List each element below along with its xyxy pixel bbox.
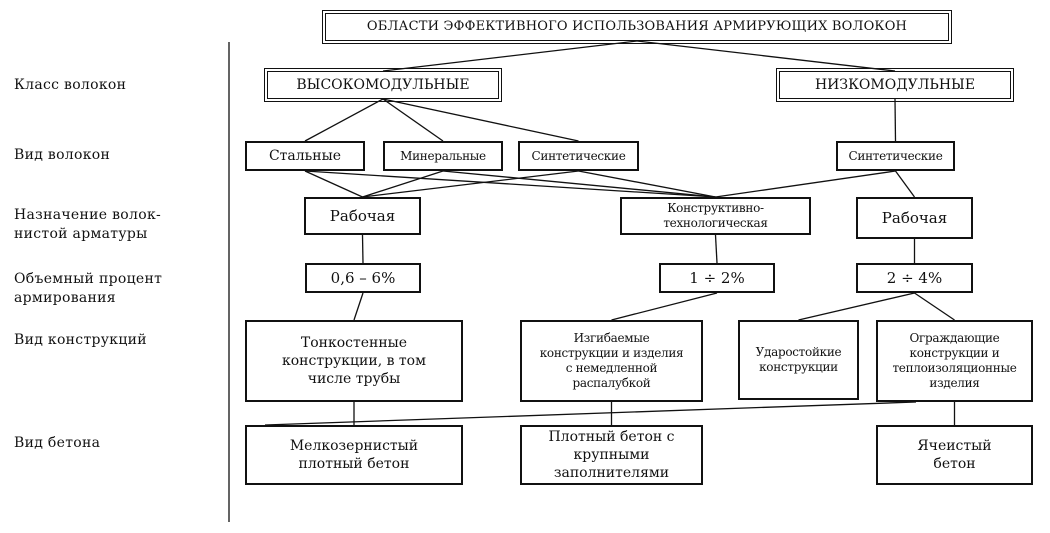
row-label-structure: Вид конструкций [14, 332, 147, 348]
edge-mineral-working_1 [362, 170, 444, 198]
node-percent-2: 1 ÷ 2% [659, 263, 775, 293]
edge-steel-working_1 [304, 170, 363, 198]
edge-title-low_modulus [636, 40, 896, 72]
edge-synthetic_low-working_2 [894, 170, 916, 198]
edge-working_1-pct_1 [361, 234, 364, 264]
edge-pct_1-thin_walled [353, 292, 364, 321]
row-label-volume: Объемный процент армирования [14, 271, 163, 306]
edge-pct_2-bendable [611, 292, 718, 321]
row-label-purpose: Назначение волок- нистой арматуры [14, 207, 162, 242]
node-cellular-concrete: Ячеистый бетон [876, 425, 1033, 485]
edge-high_modulus-steel [304, 98, 384, 142]
edge-constructive-pct_2 [714, 234, 718, 264]
edge-low_modulus-synthetic_low [894, 98, 897, 142]
node-mineral: Минеральные [383, 141, 503, 171]
edge-synthetic_low-constructive [715, 170, 896, 198]
node-high-modulus: ВЫСОКОМОДУЛЬНЫЕ [264, 68, 502, 102]
node-dense-coarse-concrete: Плотный бетон с крупными заполнителями [520, 425, 703, 485]
node-impact-resistant: Ударостойкие конструкции [738, 320, 859, 400]
edge-pct_3-impact_resistant [798, 292, 915, 321]
node-enclosing: Ограждающие конструкции и теплоизоляцион… [876, 320, 1033, 402]
node-working-2: Рабочая [856, 197, 973, 239]
edge-high_modulus-mineral [382, 98, 444, 142]
row-label-fiber-class: Класс волокон [14, 77, 127, 93]
node-constructive-technological: Конструктивно- технологическая [620, 197, 811, 235]
edge-high_modulus-synthetic_high [382, 98, 579, 142]
edge-enclosing-fine_grained [264, 401, 917, 426]
node-thin-walled: Тонкостенные конструкции, в том числе тр… [245, 320, 463, 402]
edge-synthetic_high-constructive [578, 170, 716, 198]
node-bendable: Изгибаемые конструкции и изделия с немед… [520, 320, 703, 402]
edge-steel-constructive [304, 170, 716, 198]
edge-pct_3-enclosing [914, 292, 955, 321]
node-synthetic-low: Синтетические [836, 141, 955, 171]
node-synthetic-high: Синтетические [518, 141, 639, 171]
row-label-concrete: Вид бетона [14, 435, 101, 451]
edge-title-high_modulus [382, 40, 638, 72]
node-fine-grained-concrete: Мелкозернистый плотный бетон [245, 425, 463, 485]
diagram-title: ОБЛАСТИ ЭФФЕКТИВНОГО ИСПОЛЬЗОВАНИЯ АРМИР… [322, 10, 952, 44]
edge-mineral-constructive [442, 170, 716, 198]
node-low-modulus: НИЗКОМОДУЛЬНЫЕ [776, 68, 1014, 102]
row-label-fiber-type: Вид волокон [14, 147, 111, 163]
edge-synthetic_high-working_1 [362, 170, 579, 198]
node-percent-1: 0,6 – 6% [305, 263, 421, 293]
node-working-1: Рабочая [304, 197, 421, 235]
node-percent-3: 2 ÷ 4% [856, 263, 973, 293]
node-steel: Стальные [245, 141, 365, 171]
